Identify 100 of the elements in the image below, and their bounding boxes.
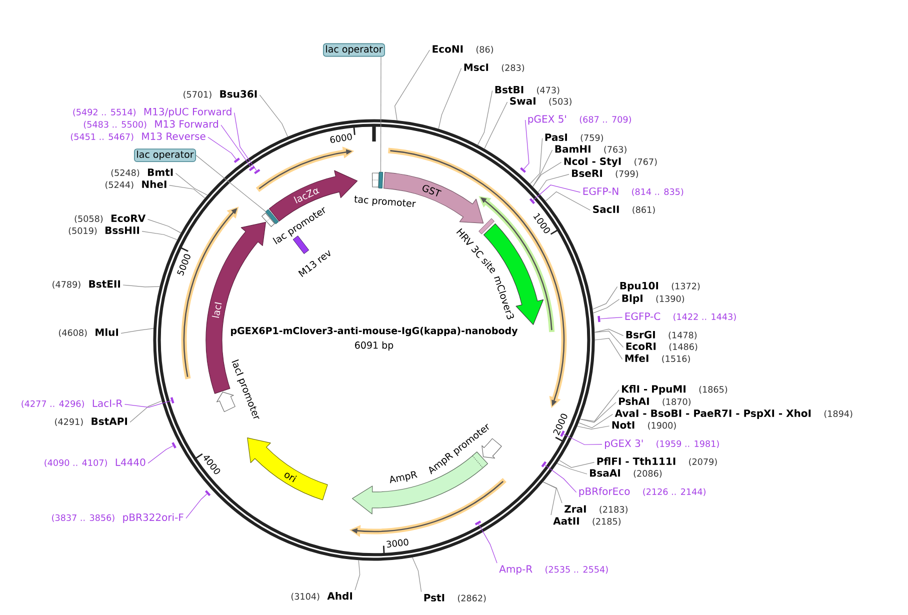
primer-mark [204, 490, 211, 496]
position-label: (2079) [689, 458, 717, 466]
leader-line [530, 138, 543, 184]
position-label: (767) [634, 158, 657, 166]
position-label: (2535 .. 2554) [546, 566, 608, 574]
leader-line [380, 56, 382, 172]
position-label: (814 .. 835) [632, 188, 684, 196]
leader-line [594, 330, 624, 348]
enzyme-label: BmtI [148, 168, 173, 176]
leader-line [592, 298, 620, 314]
feature-label: AmpR [390, 471, 418, 484]
enzyme-label: NotI [612, 421, 634, 429]
position-label: (1478) [668, 332, 697, 340]
primer-label: pBRforEco [579, 487, 630, 497]
position-label: (1390) [656, 295, 684, 304]
enzyme-label: EcoNI [432, 45, 463, 53]
leader-line [130, 400, 162, 423]
primer-label: M13 Reverse [142, 132, 206, 140]
enzyme-label: BstAPI [92, 418, 127, 426]
position-label: (687 .. 709) [580, 116, 631, 124]
primer-label: M13/pUC Forward [144, 108, 232, 118]
position-label: (473) [537, 86, 560, 94]
tick-label: 5000 [176, 254, 190, 276]
leader-line [532, 162, 562, 187]
position-label: (2185) [592, 518, 621, 526]
leader-line [175, 172, 208, 196]
operator-bar [378, 172, 384, 188]
primer-mark [560, 430, 565, 437]
leader-line [558, 460, 595, 468]
primer-label: EGFP-N [583, 187, 618, 196]
enzyme-label: PstI [424, 594, 444, 602]
leader-line [524, 120, 530, 170]
leader-line [532, 150, 553, 187]
position-label: (5019) [68, 227, 97, 236]
leader-line [196, 154, 266, 212]
position-label: (4608) [58, 329, 87, 338]
primer-label: LacI-R [92, 400, 122, 408]
gene-segment: ori [247, 438, 328, 500]
position-label: (1865) [699, 386, 728, 394]
position-label: (4277 .. 4296) [22, 400, 84, 408]
leader-line [594, 328, 624, 336]
position-label: (5451 .. 5467) [70, 133, 134, 142]
primer-mark [248, 166, 256, 172]
position-label: (1900) [648, 422, 676, 430]
enzyme-label: AvaI - BsoBI - PaeR7I - PspXI - XhoI [614, 409, 811, 419]
position-label: (3837 .. 3856) [52, 514, 114, 522]
tick-label: 6000 [330, 133, 352, 143]
leader-line [600, 317, 623, 320]
leader-line [148, 446, 174, 464]
enzyme-label: EcoRI [626, 342, 656, 350]
leader-line [259, 94, 288, 138]
leader-line [208, 136, 236, 160]
leader-line [544, 464, 577, 493]
position-label: (503) [549, 98, 572, 106]
primer-label: pBR322ori-F [123, 513, 184, 523]
leader-line [545, 191, 591, 211]
enzyme-label: ZraI [564, 505, 586, 513]
position-label: (1372) [672, 282, 700, 290]
position-label: (2862) [458, 594, 486, 602]
position-label: (759) [580, 134, 603, 142]
plasmid-size: 6091 bp [355, 341, 394, 351]
position-label: (799) [616, 170, 638, 178]
leader-line [220, 124, 252, 168]
enzyme-label: BstBI [495, 86, 524, 94]
enzyme-label: EcoRV [111, 214, 146, 222]
position-label: (5701) [184, 90, 212, 99]
enzyme-label: PasI [545, 134, 567, 142]
primer-mark [474, 520, 482, 526]
primer-mark [254, 168, 260, 174]
enzyme-label: BstEII [89, 280, 120, 288]
position-label: (283) [502, 64, 524, 72]
primer-mark [598, 316, 600, 322]
enzyme-label: SacII [593, 205, 619, 214]
position-label: (1894) [824, 410, 852, 418]
position-label: (5244) [106, 181, 134, 190]
position-label: (5483 .. 5500) [84, 120, 146, 129]
position-label: (5248) [111, 169, 140, 178]
primer-mark [234, 158, 240, 164]
primer-mark [541, 461, 547, 468]
position-label: (2183) [600, 506, 628, 514]
leader-line [563, 434, 602, 445]
primer-label: pGEX 3' [605, 439, 643, 449]
leader-line [142, 230, 178, 240]
position-label: (4090 .. 4107) [44, 459, 107, 468]
leader-line [576, 426, 610, 430]
leader-line [354, 560, 360, 590]
primer-mark [172, 442, 176, 448]
feature-tag: lac operator [134, 148, 196, 162]
position-label: (86) [476, 46, 494, 54]
primer-label: L4440 [116, 458, 146, 466]
leader-line [147, 218, 182, 234]
primer-mark [529, 198, 536, 204]
leader-line [186, 494, 208, 519]
leader-line [484, 102, 508, 150]
enzyme-label: BamHI [555, 145, 590, 153]
enzyme-label: Bsu36I [220, 90, 257, 98]
leader-line [412, 557, 422, 592]
primer-mark [520, 167, 526, 173]
position-label: (1516) [662, 355, 690, 364]
position-label: (861) [632, 206, 655, 214]
